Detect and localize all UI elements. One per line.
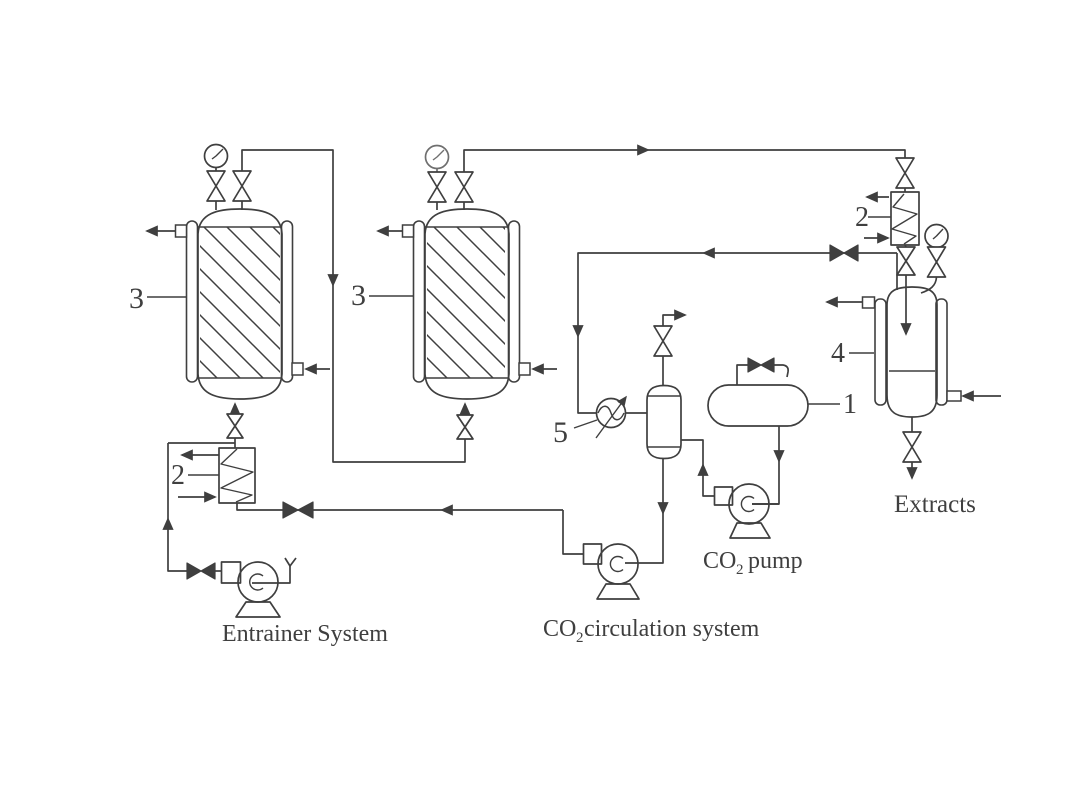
condenser-heat-exchanger [829, 157, 949, 278]
piping [145, 144, 1001, 584]
entrainer-pump-base [235, 601, 281, 618]
condenser-coil-icon [891, 193, 918, 245]
hx5-diagonal-arrow [595, 395, 627, 439]
pipe-extractor2-to-condenser [463, 144, 650, 172]
co2-pump-base [729, 522, 771, 539]
svg-text:pump: pump [748, 548, 803, 574]
circulation-pump-impeller-icon [609, 555, 624, 573]
line-valve-icon [282, 501, 314, 519]
label-leaders [147, 216, 891, 476]
entrainer-pump [186, 561, 281, 618]
extractor2-right-nozzle [518, 362, 531, 376]
extractor-1 [174, 143, 304, 439]
svg-text:CO: CO [703, 548, 736, 574]
label-extractor-right: 3 [351, 279, 366, 312]
svg-text:2: 2 [576, 630, 584, 646]
extractor1-outlet-valve-icon [232, 170, 252, 202]
extractor-2 [401, 144, 531, 440]
svg-text:2: 2 [736, 562, 744, 578]
pipe-entrainer-riser [162, 517, 187, 572]
co2-storage-tank [707, 357, 840, 427]
circulation-pump [582, 543, 640, 600]
separator-inlet-valve-icon [896, 246, 916, 276]
label-co2-pump: CO 2 pump [703, 548, 803, 578]
heat-exchanger-5 [595, 395, 627, 439]
entrainer-valve-icon [186, 562, 216, 580]
extractor2-bottom-valve-icon [456, 414, 474, 440]
svg-text:circulation system: circulation system [584, 616, 760, 642]
extractor2-gauge-valve-icon [427, 171, 447, 203]
label-entrainer-hx: 2 [171, 460, 185, 491]
pipe-extractor1-to-extractor2 [241, 149, 339, 287]
circulation-pump-base [596, 583, 640, 600]
label-hx5: 5 [553, 416, 568, 449]
label-separator: 4 [831, 338, 845, 369]
extractor2-pressure-gauge-icon [424, 144, 450, 172]
extractor2-outlet-valve-icon [454, 171, 474, 203]
recycle-valve-icon [829, 244, 859, 262]
separator-pressure-gauge-icon [924, 223, 949, 249]
buffer-vent-valve-icon [653, 325, 673, 357]
extractor1-bottom-valve-icon [226, 413, 244, 439]
separator-vessel [861, 286, 962, 463]
separator-right-nozzle [946, 390, 962, 402]
hx5-wave-icon [597, 405, 625, 421]
separator-left-nozzle [861, 296, 876, 309]
co2-pump [713, 483, 779, 539]
pipe-buffer-vent [662, 309, 687, 326]
co2-tank-valve-icon [747, 357, 775, 373]
buffer-vessel [646, 325, 682, 460]
label-co2-tank: 1 [843, 389, 857, 420]
label-entrainer-system: Entrainer System [222, 621, 388, 647]
svg-text:CO: CO [543, 616, 576, 642]
separator-gauge-valve-icon [926, 246, 947, 278]
label-condenser-hx: 2 [855, 202, 869, 233]
entrainer-hx-coil-icon [220, 448, 254, 503]
co2-pump-impeller-icon [740, 495, 755, 513]
extractor1-right-nozzle [291, 362, 304, 376]
label-extractor-left: 3 [129, 282, 144, 315]
condenser-top-valve-icon [895, 157, 915, 189]
extractor1-pressure-gauge-icon [203, 143, 229, 171]
entrainer-heat-exchanger [178, 447, 314, 519]
extracts-valve-icon [902, 431, 922, 463]
extractor2-left-nozzle [401, 224, 415, 238]
extractor1-left-nozzle [174, 224, 188, 238]
label-extracts: Extracts [894, 491, 976, 518]
extractor1-gauge-valve-icon [206, 170, 226, 202]
entrainer-pump-impeller-icon [249, 573, 264, 591]
label-co2-circulation-system: CO 2 circulation system [543, 616, 760, 646]
